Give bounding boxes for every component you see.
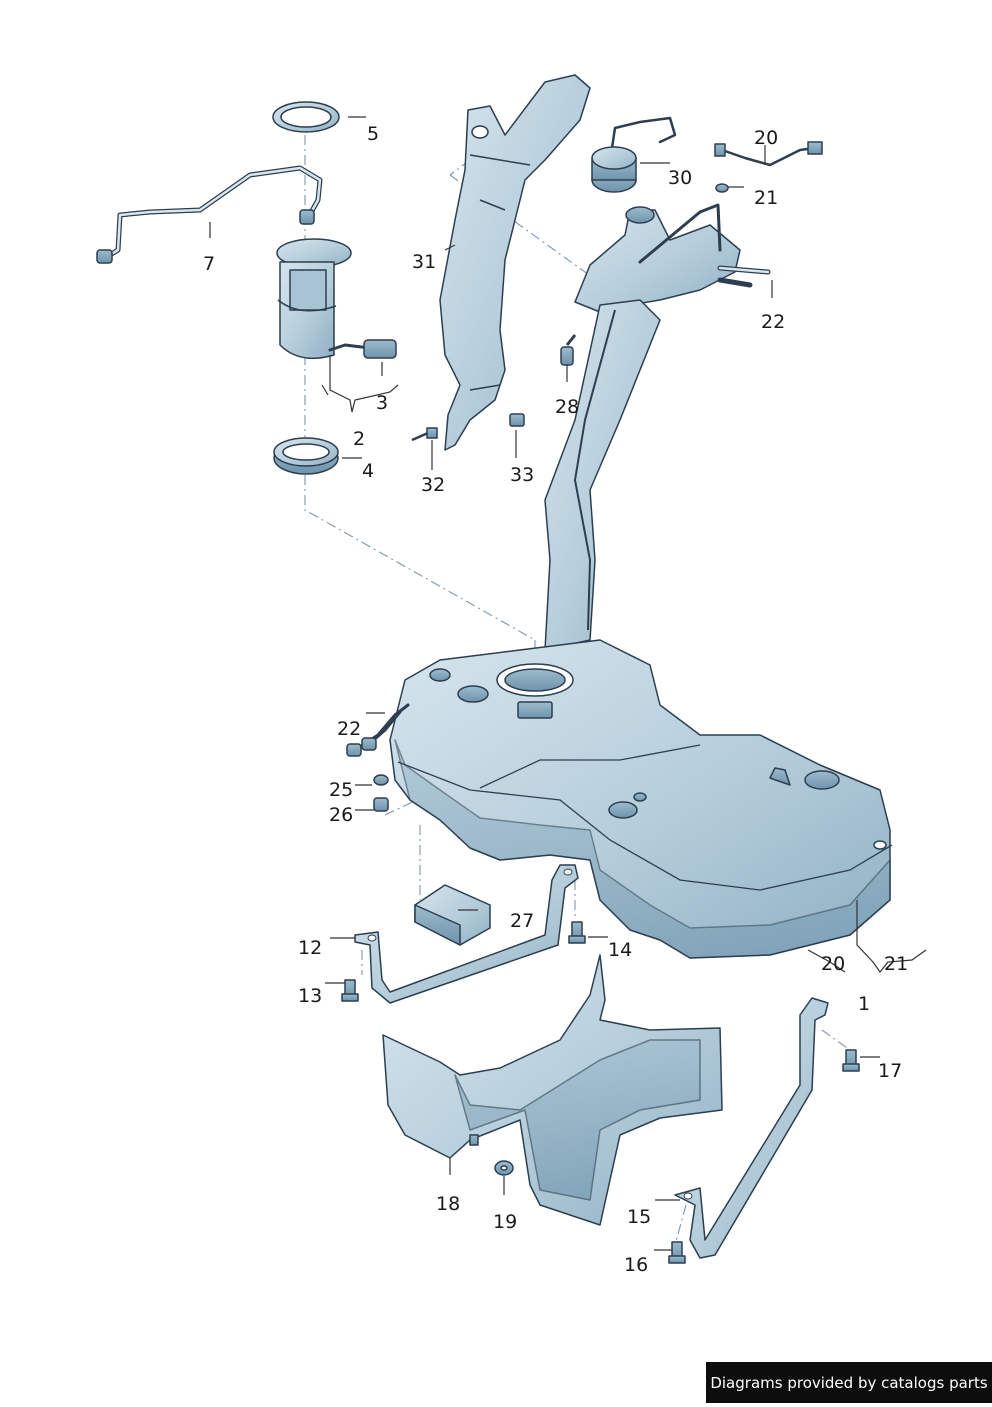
callout-32: 32 (421, 474, 445, 496)
callout-12: 12 (298, 937, 322, 959)
callout-33: 33 (510, 464, 534, 486)
filler-neck-head (574, 203, 771, 313)
callout-2: 2 (353, 428, 365, 450)
callout-27: 27 (510, 910, 534, 932)
callout-3: 3 (376, 392, 388, 414)
credit-text: Diagrams provided by catalogs parts (710, 1373, 988, 1392)
bolt-16 (668, 1241, 686, 1264)
control-unit (414, 884, 491, 946)
callout-4: 4 (362, 460, 374, 482)
seal-ring-top (272, 101, 340, 133)
callout-26: 26 (329, 804, 353, 826)
bolt-17 (842, 1049, 860, 1072)
clip-33 (509, 413, 525, 427)
callout-20-top: 20 (754, 127, 778, 149)
callout-16: 16 (624, 1254, 648, 1276)
tank-strap-right (674, 997, 829, 1259)
callout-14: 14 (608, 939, 632, 961)
callout-30: 30 (668, 167, 692, 189)
callout-7: 7 (203, 253, 215, 275)
fuel-tank (389, 639, 893, 959)
bolt-28 (560, 334, 577, 366)
callout-22-left: 22 (337, 718, 361, 740)
credit-banner: Diagrams provided by catalogs parts (706, 1362, 992, 1403)
callout-28: 28 (555, 396, 579, 418)
tank-lines-left (346, 703, 410, 757)
nut-19 (494, 1160, 514, 1176)
callout-25: 25 (329, 779, 353, 801)
callout-labels: 5 7 3 2 4 31 32 33 30 20 21 22 28 22 25 … (203, 123, 908, 1276)
bolt-14 (568, 921, 586, 944)
callout-22-right: 22 (761, 311, 785, 333)
fastener-32 (411, 427, 438, 442)
callout-31: 31 (412, 251, 436, 273)
callout-19: 19 (493, 1211, 517, 1233)
bolt-13 (341, 979, 359, 1002)
callout-20-bottom: 20 (821, 953, 845, 975)
callout-5: 5 (367, 123, 379, 145)
fuel-pump-module (276, 238, 397, 360)
filler-cap (591, 116, 677, 193)
filler-neck-shield (439, 74, 591, 451)
grommet-25 (373, 774, 389, 786)
callout-18: 18 (436, 1193, 460, 1215)
callout-15: 15 (627, 1206, 651, 1228)
tank-strap-left (354, 864, 579, 1004)
bushing-26 (373, 797, 389, 812)
heat-shield-bottom (382, 954, 723, 1226)
callout-17: 17 (878, 1060, 902, 1082)
leader-lines (209, 116, 927, 1251)
fuel-line (96, 165, 323, 264)
callout-21-bottom: 21 (884, 953, 908, 975)
callout-21-top: 21 (754, 187, 778, 209)
sensor-wire-top (714, 141, 823, 193)
filler-pipe (544, 299, 661, 651)
lock-ring (273, 437, 339, 475)
callout-1: 1 (858, 993, 870, 1015)
callout-13: 13 (298, 985, 322, 1007)
